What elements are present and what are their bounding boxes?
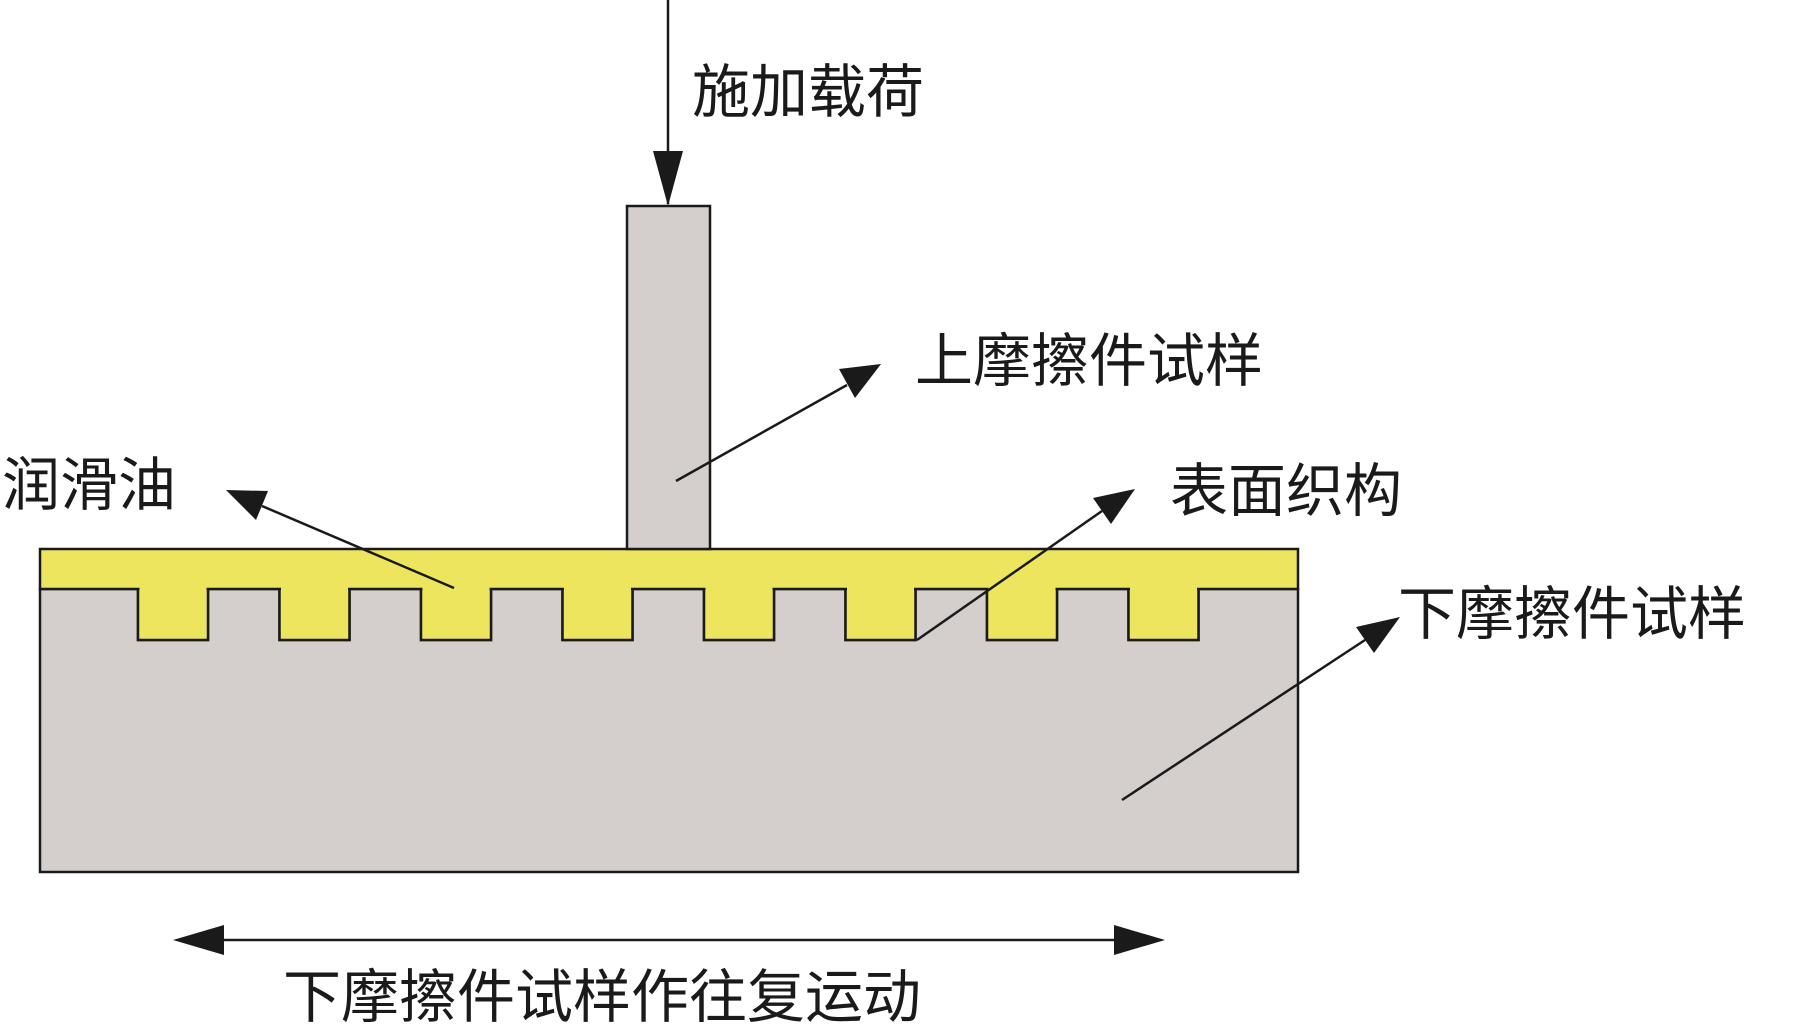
groove-opening (564, 586, 631, 592)
lubricant-oil-layer (38, 547, 1300, 591)
groove-opening (1130, 586, 1197, 592)
surface-texture-leader (916, 509, 1103, 642)
texture-groove-outline (561, 589, 634, 642)
texture-groove-oil (1128, 587, 1199, 640)
motion-label: 下摩擦件试样作往复运动 (283, 963, 921, 1031)
surface-texture-label: 表面织构 (1170, 457, 1402, 525)
motion-arrow-left-head (173, 925, 224, 955)
upper-specimen-label: 上摩擦件试样 (915, 327, 1263, 395)
groove-opening (139, 586, 207, 592)
groove-opening (422, 586, 490, 592)
upper-specimen-pin (625, 204, 712, 551)
texture-groove-oil (562, 587, 633, 640)
surface-texture-grooves (136, 587, 1200, 642)
texture-groove-outline (278, 589, 351, 642)
texture-groove-outline (844, 589, 917, 642)
upper-specimen-leader-head (839, 364, 881, 398)
lower-specimen-block (38, 587, 1300, 874)
groove-opening (705, 586, 773, 592)
lower-specimen-leader (1121, 638, 1366, 802)
texture-groove-oil (138, 587, 208, 640)
lubricant-label: 润滑油 (2, 451, 176, 519)
texture-groove-oil (704, 587, 774, 640)
groove-opening (988, 586, 1056, 592)
texture-groove-outline (1127, 589, 1200, 642)
lubricant-leader (261, 504, 455, 590)
texture-groove-oil (421, 587, 491, 640)
texture-groove-oil (845, 587, 916, 640)
lubricant-leader-head (226, 490, 268, 520)
texture-groove-outline (985, 589, 1059, 642)
lower-specimen-label: 下摩擦件试样 (1398, 580, 1746, 648)
texture-groove-outline (702, 589, 776, 642)
groove-opening (847, 586, 914, 592)
texture-groove-oil (987, 587, 1057, 640)
load-label: 施加载荷 (692, 58, 924, 126)
surface-texture-leader-head (1093, 489, 1135, 524)
groove-opening (281, 586, 348, 592)
load-arrow-head (653, 151, 683, 206)
texture-groove-outline (419, 589, 493, 642)
texture-groove-outline (136, 589, 210, 642)
upper-specimen-leader (675, 383, 848, 483)
texture-groove-oil (279, 587, 350, 640)
lower-specimen-leader-head (1356, 617, 1400, 653)
motion-arrow-right-head (1114, 925, 1165, 955)
